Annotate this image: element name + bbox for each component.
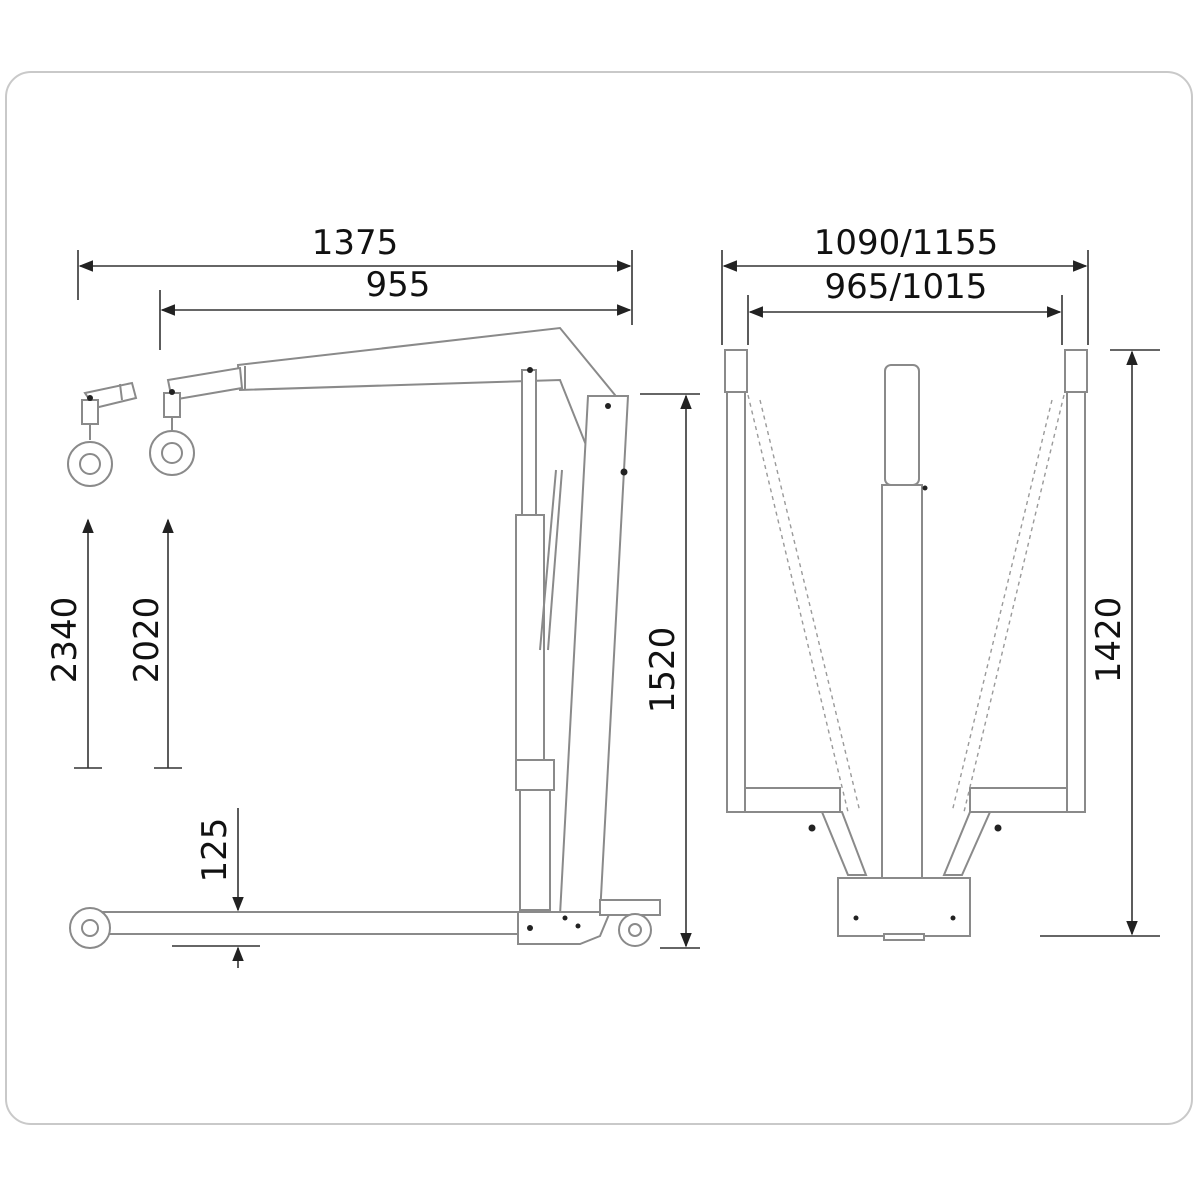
dim-boom-length: 955 bbox=[159, 265, 632, 350]
base-struts bbox=[808, 811, 1002, 876]
hook-retracted bbox=[149, 389, 195, 476]
front-mast bbox=[881, 364, 928, 896]
rear-wheel bbox=[618, 913, 652, 947]
dim-label-max-height-extended: 2340 bbox=[45, 597, 85, 684]
dim-inner-width: 965/1015 bbox=[747, 267, 1063, 345]
dim-ground-clearance: 125 bbox=[172, 808, 260, 968]
brace-lines bbox=[747, 394, 1065, 813]
mast bbox=[558, 395, 630, 916]
dim-outer-width: 1090/1155 bbox=[721, 223, 1089, 345]
leg-left bbox=[724, 349, 748, 813]
dim-label-max-height-retracted: 2020 bbox=[127, 597, 167, 684]
front-view: 1090/1155 965/1015 bbox=[721, 223, 1160, 941]
front-base-plate bbox=[837, 877, 971, 941]
dim-overall-height: 1420 bbox=[1040, 349, 1160, 937]
dim-label-mast-height: 1520 bbox=[643, 627, 683, 714]
dim-label-overall-length: 1375 bbox=[312, 223, 399, 263]
leg-right bbox=[1064, 349, 1088, 813]
base-frame bbox=[84, 899, 661, 945]
hook-extended bbox=[67, 395, 113, 487]
leg-crossbars bbox=[744, 787, 1068, 813]
dim-overall-length: 1375 bbox=[77, 223, 633, 325]
dim-label-ground-clearance: 125 bbox=[195, 818, 235, 883]
side-view: 1375 955 bbox=[45, 223, 700, 968]
front-wheel bbox=[69, 907, 111, 949]
dim-mast-height: 1520 bbox=[640, 393, 700, 949]
dim-label-inner-width: 965/1015 bbox=[825, 267, 988, 307]
hydraulic-ram bbox=[515, 367, 563, 911]
dim-label-outer-width: 1090/1155 bbox=[814, 223, 999, 263]
dim-max-height-retracted: 2020 bbox=[127, 518, 182, 769]
drawing-frame bbox=[5, 71, 1193, 1125]
dim-max-height-extended: 2340 bbox=[45, 518, 102, 769]
dim-label-overall-height: 1420 bbox=[1089, 597, 1129, 684]
dim-label-boom-length: 955 bbox=[366, 265, 431, 305]
